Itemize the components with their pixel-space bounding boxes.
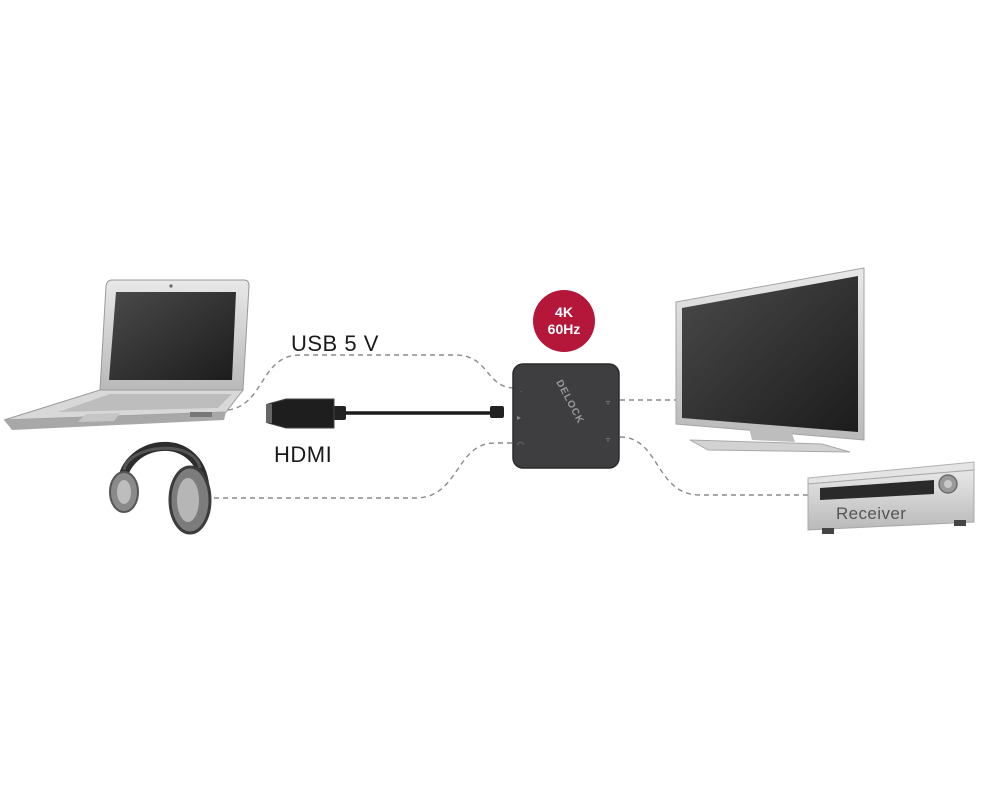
receiver-label: Receiver — [836, 504, 907, 523]
television — [675, 267, 865, 453]
laptop — [3, 279, 250, 430]
port-icon-usb: ⋅ — [520, 388, 522, 396]
laptop-touchpad — [78, 413, 120, 422]
usb-label: USB 5 V — [291, 331, 379, 356]
port-icon-in: ▸ — [517, 413, 521, 422]
tv-screen — [682, 276, 858, 432]
receiver-line — [619, 436, 810, 496]
receiver-display — [820, 480, 934, 500]
audio-line — [205, 442, 515, 499]
usb-power-line — [227, 354, 516, 411]
av-receiver — [807, 461, 975, 534]
resolution-badge: 4K 60Hz — [533, 290, 595, 352]
tv-stand — [689, 439, 851, 453]
badge-refresh-rate: 60Hz — [547, 321, 581, 337]
connection-lines — [205, 354, 810, 499]
splitter-device: DELOCK ▸ ⋅ ◠ ▿ ▿ — [512, 363, 620, 469]
badge-resolution: 4K — [555, 304, 573, 320]
device-body — [513, 364, 619, 468]
port-icon-out-1: ▿ — [606, 398, 610, 407]
laptop-keyboard — [58, 394, 232, 412]
laptop-screen — [109, 292, 236, 380]
hdmi-label: HDMI — [274, 442, 333, 467]
headphone-port-icon: ◠ — [517, 440, 524, 449]
hdmi-plug — [267, 398, 335, 429]
headphones — [109, 441, 212, 535]
port-icon-out-2: ▿ — [606, 435, 610, 444]
hdmi-cable — [266, 398, 504, 429]
